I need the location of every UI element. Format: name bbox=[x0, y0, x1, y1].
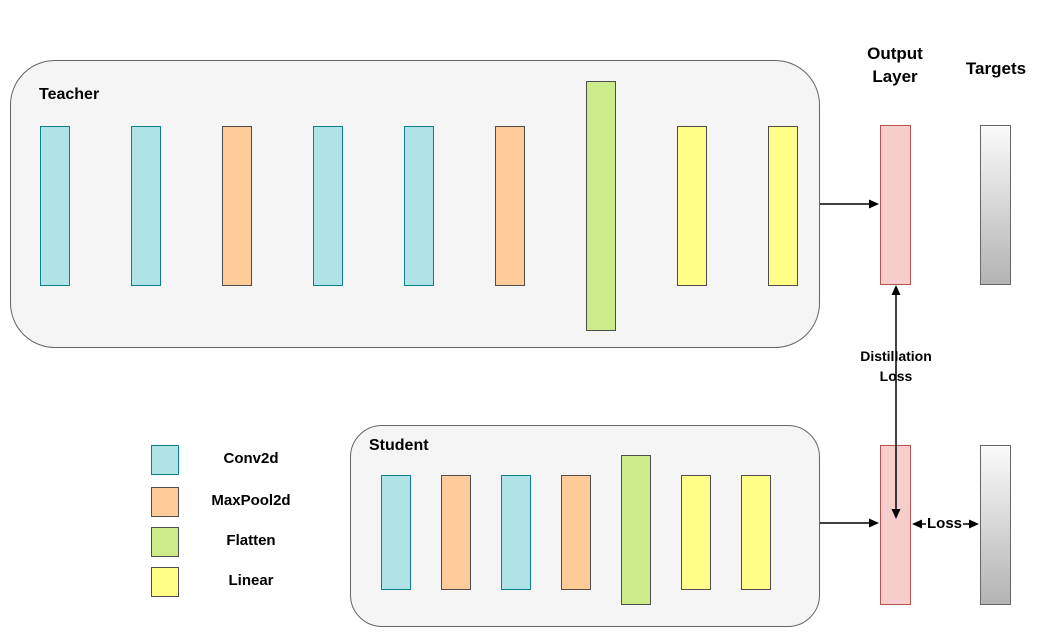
distillation-loss-label: Distillation Loss bbox=[860, 348, 932, 384]
legend-swatch-flatten bbox=[151, 527, 179, 557]
teacher-label: Teacher bbox=[39, 86, 100, 103]
teacher-to-output-arrow bbox=[820, 199, 879, 209]
legend-label-conv2d: Conv2d bbox=[223, 450, 279, 467]
targets-header: Targets bbox=[965, 59, 1027, 78]
student-layer-bar-maxpool2d bbox=[441, 475, 471, 590]
teacher-layer-bar-flatten bbox=[586, 81, 616, 331]
student-layer-bar-conv2d bbox=[381, 475, 411, 590]
teacher-output-layer-bar bbox=[880, 125, 911, 285]
teacher-layer-bar-conv2d bbox=[131, 126, 161, 286]
loss-label: Loss bbox=[926, 515, 964, 532]
student-targets-bar bbox=[980, 445, 1011, 605]
student-layer-bar-linear bbox=[741, 475, 771, 590]
teacher-layer-bar-conv2d bbox=[40, 126, 70, 286]
student-output-layer-bar bbox=[880, 445, 911, 605]
legend-swatch-linear bbox=[151, 567, 179, 597]
teacher-layer-bar-maxpool2d bbox=[495, 126, 525, 286]
student-network-box: Student bbox=[350, 425, 820, 627]
student-to-output-arrow bbox=[820, 518, 879, 528]
output-layer-header: Output Layer bbox=[867, 44, 923, 86]
teacher-layer-bar-conv2d bbox=[313, 126, 343, 286]
legend-label-maxpool2d: MaxPool2d bbox=[211, 492, 291, 509]
legend-label-flatten: Flatten bbox=[226, 532, 276, 549]
teacher-network-box: Teacher bbox=[10, 60, 820, 348]
student-layer-bar-conv2d bbox=[501, 475, 531, 590]
teacher-layer-bar-conv2d bbox=[404, 126, 434, 286]
legend-swatch-maxpool2d bbox=[151, 487, 179, 517]
legend-swatch-conv2d bbox=[151, 445, 179, 475]
student-label: Student bbox=[369, 437, 429, 454]
legend-label-linear: Linear bbox=[228, 572, 274, 589]
teacher-layer-bar-linear bbox=[677, 126, 707, 286]
teacher-targets-bar bbox=[980, 125, 1011, 285]
teacher-layer-bar-maxpool2d bbox=[222, 126, 252, 286]
teacher-layer-bar-linear bbox=[768, 126, 798, 286]
student-layer-bar-maxpool2d bbox=[561, 475, 591, 590]
student-layer-bar-linear bbox=[681, 475, 711, 590]
student-layer-bar-flatten bbox=[621, 455, 651, 605]
